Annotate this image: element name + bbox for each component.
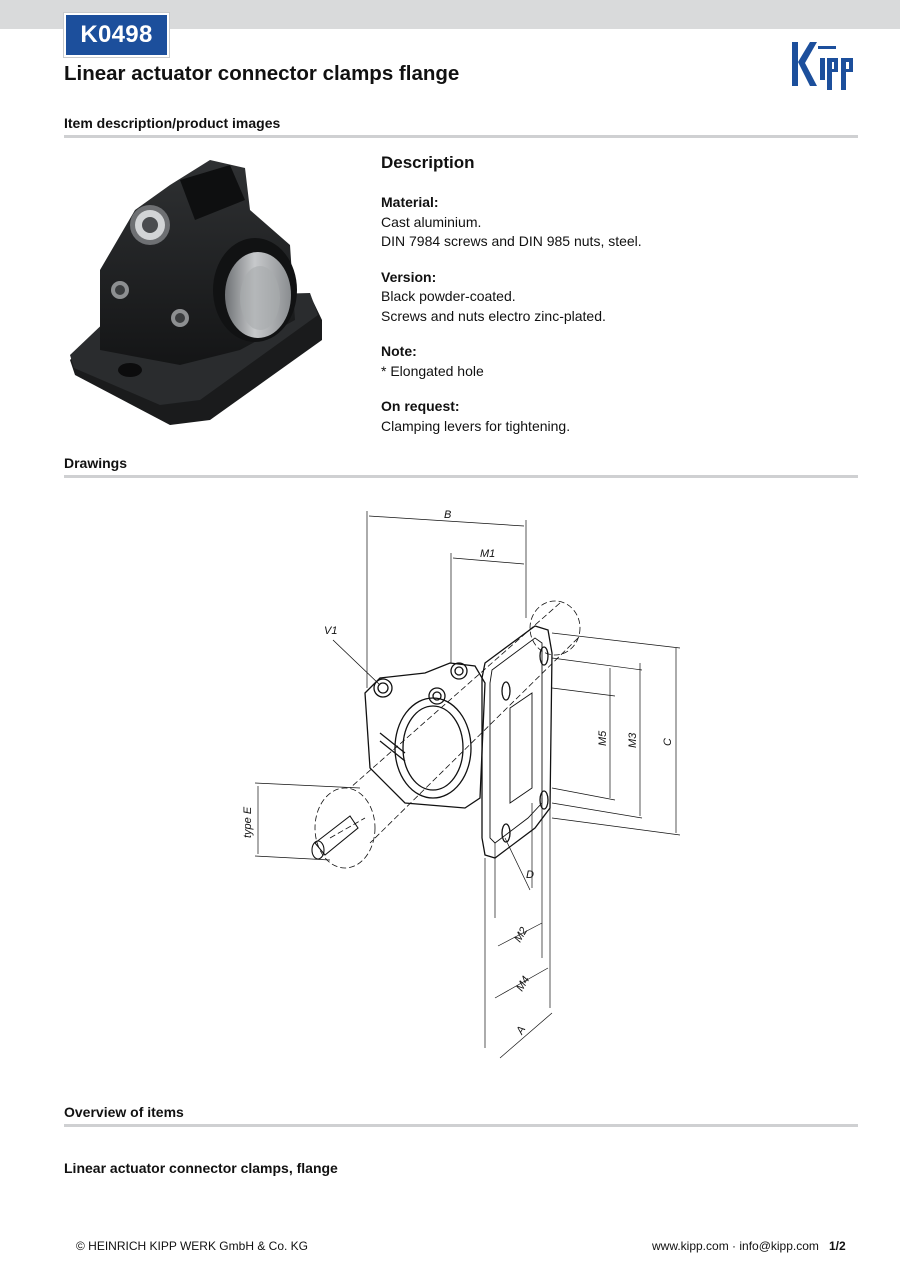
overview-sub-heading: Linear actuator connector clamps, flange [64, 1160, 338, 1176]
section-divider [64, 135, 858, 138]
kipp-logo-icon [792, 42, 853, 90]
material-line: DIN 7984 screws and DIN 985 nuts, steel. [381, 233, 642, 249]
dim-label-v1: V1 [324, 625, 337, 637]
technical-drawing: B M1 V1 M5 M3 C type E D M2 M4 A [242, 509, 681, 1059]
dim-label-m5: M5 [597, 730, 609, 746]
page-number: 1/2 [829, 1239, 846, 1253]
dim-label-m3: M3 [627, 732, 639, 748]
material-label: Material: [381, 194, 439, 210]
request-label: On request: [381, 398, 460, 414]
product-photo [70, 160, 322, 425]
version-label: Version: [381, 268, 437, 285]
version-block: Version: Black powder-coated. Screws and… [381, 268, 851, 327]
request-line: Clamping levers for tightening. [381, 417, 571, 434]
description-panel: Description Material: Cast aluminium. DI… [381, 153, 851, 452]
page-title: Linear actuator connector clamps flange [64, 62, 460, 85]
dim-label-m1: M1 [480, 548, 495, 560]
item-code-badge: K0498 [64, 13, 169, 57]
section-title-product-images: Item description/product images [64, 115, 281, 131]
description-heading: Description [381, 153, 475, 172]
footer-contact-link[interactable]: www.kipp.com · info@kipp.com [652, 1239, 819, 1253]
footer-copyright: © HEINRICH KIPP WERK GmbH & Co. KG [76, 1239, 308, 1253]
section-divider [64, 475, 858, 478]
section-title-drawings: Drawings [64, 455, 128, 471]
version-line: Black powder-coated. [381, 288, 516, 304]
dim-label-m2: M2 [512, 925, 530, 944]
note-label: Note: [381, 343, 417, 359]
section-title-overview: Overview of items [64, 1104, 184, 1120]
dim-label-m4: M4 [514, 974, 532, 993]
dim-label-d: D [526, 869, 534, 881]
dim-label-b: B [444, 509, 451, 521]
section-divider [64, 1124, 858, 1127]
note-block: Note: * Elongated hole [381, 342, 851, 381]
request-block: On request: Clamping levers for tighteni… [381, 397, 851, 436]
version-line: Screws and nuts electro zinc-plated. [381, 307, 606, 324]
note-line: * Elongated hole [381, 362, 484, 379]
dim-label-type-e: type E [242, 806, 254, 838]
material-block: Material: Cast aluminium. DIN 7984 screw… [381, 193, 851, 252]
dim-label-c: C [662, 738, 674, 746]
material-line: Cast aluminium. [381, 213, 482, 230]
